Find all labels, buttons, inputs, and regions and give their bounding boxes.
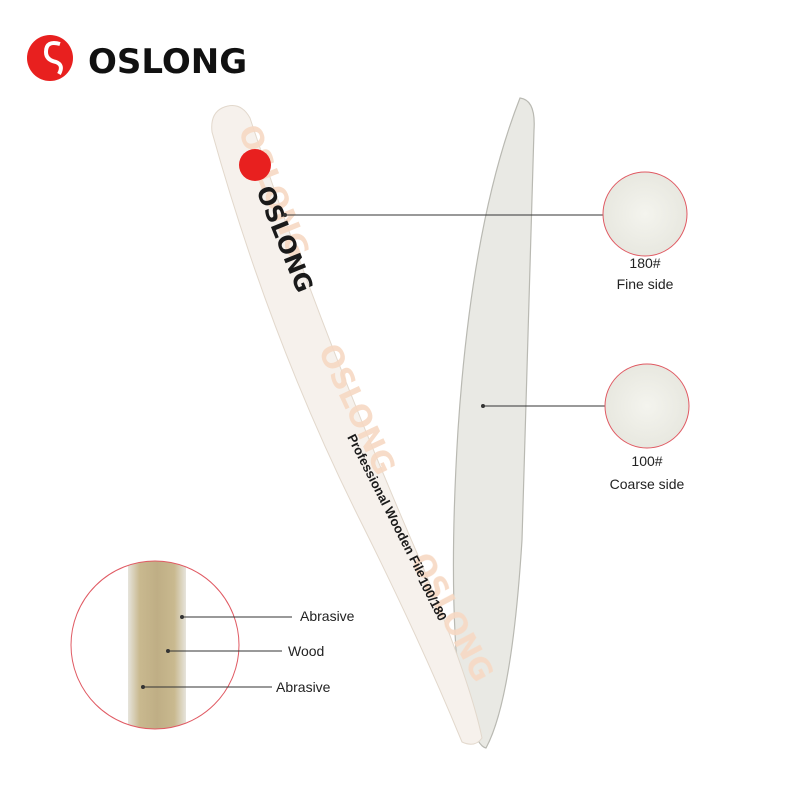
callout-coarse: 100# Coarse side	[481, 363, 690, 492]
layer-label-wood: Wood	[288, 643, 324, 659]
fine-texture-swatch	[602, 171, 688, 257]
logo-text: OSLONG	[88, 42, 247, 82]
cross-section-strip	[128, 561, 186, 729]
coarse-texture-swatch	[604, 363, 690, 449]
file-logo-icon	[239, 149, 271, 181]
cross-section-magnifier: Abrasive Wood Abrasive	[70, 560, 355, 730]
layer-label-abrasive-bottom: Abrasive	[276, 679, 331, 695]
callout-fine: 180# Fine side	[283, 171, 688, 292]
coarse-grit: 100#	[631, 453, 662, 469]
fine-label: Fine side	[617, 276, 674, 292]
brand-logo: OSLONG	[27, 35, 247, 82]
file-printed-side	[211, 105, 483, 745]
coarse-label: Coarse side	[610, 476, 685, 492]
layer-label-abrasive-top: Abrasive	[300, 608, 355, 624]
fine-grit: 180#	[629, 255, 660, 271]
